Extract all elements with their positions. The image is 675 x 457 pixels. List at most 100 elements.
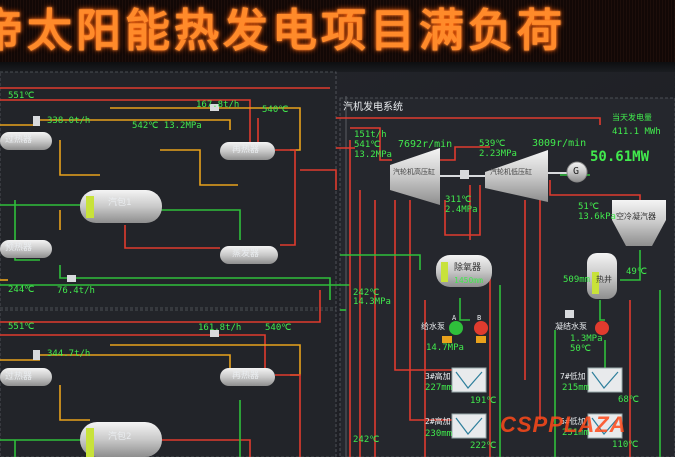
lp-turbine [485,150,548,202]
loop1-panel [0,71,337,309]
return-pressure: 14.3MPa [353,297,391,307]
hp-heater-2-level: 230mm [425,429,453,439]
feed-pump-a [449,321,463,335]
preheater-1 [0,240,52,258]
feed-pump-pressure: 14.7MPa [426,343,464,353]
lp-heater-7-level: 215mm [562,383,590,393]
turbine-panel [339,97,675,457]
led-banner-background [0,0,675,62]
hp-heater-2 [451,413,487,439]
power-value: 50.61MW [590,149,650,165]
condensate-pump-pressure: 1.3MPa [570,334,603,344]
loop1-temp-reheat: 540℃ [262,105,289,115]
loop1-superheater-label: 过热器 [5,135,33,145]
loop1-flow-bottom: 76.4t/h [57,286,95,296]
loop1-temp-bottom: 244℃ [8,285,35,295]
turbine-inlet-pressure: 13.2MPa [354,150,392,160]
exhaust-temp: 311℃ [445,195,472,205]
valve-1 [33,116,40,126]
loop1-flow-left: 338.0t/h [47,116,91,126]
hp-turbine-label: 汽轮机高压缸 [393,168,435,176]
loop2-flow-left: 344.7t/h [47,349,91,359]
turbine-inlet-flow: 151t/h [354,130,387,140]
lp-heater-7 [587,367,623,393]
condensate-pump [595,321,609,335]
exhaust-pressure: 2.4MPa [445,205,478,215]
hotwell-label: 热井 [596,275,612,284]
valve-cond [565,310,574,318]
valve-2 [210,104,219,111]
lp-turbine-label: 汽轮机低压缸 [490,168,532,176]
panel-title: 汽机发电系统 [343,102,403,113]
output-label: 当天发电量 [612,113,652,122]
loop2-temp-top: 551℃ [8,322,35,332]
loop2-reheater-label: 再热器 [232,371,260,381]
reheat-pressure: 2.23MPa [479,149,517,159]
led-banner: 帝太阳能热发电项目满负荷 [0,4,567,57]
loop1-pipes [0,87,350,300]
feed-pump-label: 给水泵 [421,322,445,331]
return-temp: 242℃ [353,288,380,298]
superheater-2 [0,368,52,386]
loop2-temp-reheat: 540℃ [265,323,292,333]
reheater-2 [220,368,275,386]
loop2-drum-label: 汽包2 [108,432,132,442]
condenser-label: 空冷凝汽器 [616,212,656,221]
reheat-temp: 539℃ [479,139,506,149]
hp-heater-2-label: 2#高加 [425,417,451,426]
loop2-temp-bottom: 242℃ [353,435,380,445]
condenser-pressure: 13.6kPa [578,212,616,222]
feed-pump-a-label: A [452,314,457,322]
lp-heater-7-label: 7#低加 [560,372,586,381]
superheater-1 [0,132,52,150]
loop1-preheater-label: 预热器 [5,243,33,253]
air-cooled-condenser [612,200,666,246]
valve-5 [210,330,219,337]
feed-pump-b [474,321,488,335]
reheater-1 [220,142,275,160]
hp-speed: 7692r/min [398,139,453,150]
loop2-superheater-label: 过热器 [5,372,33,382]
loop1-steam-main: 542℃ 13.2MPa [132,121,202,131]
valve-3 [67,275,76,282]
generator-label: G [573,166,580,177]
deaerator-label: 除氧器 [454,263,482,273]
drum-2 [80,422,162,457]
evaporator-1 [220,246,278,264]
lp-heater-6-level: 251mm [562,428,590,438]
feed-pump-b-label: B [477,314,482,322]
loop1-temp-top: 551℃ [8,91,35,101]
pump-a-base [442,336,452,343]
lp-heater-6-temp: 110℃ [612,440,639,450]
deaerator-level [441,262,448,282]
loop2-flow-reheat: 161.8t/h [198,323,242,333]
turbine-pipes [336,117,661,457]
hp-heater-3-temp: 191℃ [470,396,497,406]
hp-heater-3-label: 3#高加 [425,372,451,381]
pump-b-base [476,336,486,343]
lp-heater-6-label: 6#低加 [560,417,586,426]
hp-heater-2-temp: 222℃ [470,441,497,451]
hotwell-level-value: 509mm [563,275,591,285]
loop1-evaporator-label: 蒸发器 [232,249,260,259]
hp-turbine [390,148,440,205]
deaerator-level-value: 1450mm [454,276,483,285]
deaerator [436,255,492,287]
condenser-temp: 51℃ [578,202,599,212]
hp-heater-3 [451,367,487,393]
generator [566,161,588,183]
output-value: 411.1 MWh [612,127,661,137]
valve-turbine [460,170,469,179]
loop1-flow-reheat: 167.8t/h [196,100,240,110]
condensate-pump-label: 凝结水泵 [555,322,587,331]
loop1-drum-label: 汽包1 [108,198,132,208]
condensate-pump-temp: 50℃ [570,344,591,354]
drum-1-level [86,196,94,218]
valve-4 [33,350,40,360]
condenser-out-temp: 49℃ [626,267,647,277]
hp-heater-3-level: 227mm [425,383,453,393]
lp-heater-7-temp: 68℃ [618,395,639,405]
lp-speed: 3009r/min [532,138,587,149]
drum-1 [80,190,162,223]
